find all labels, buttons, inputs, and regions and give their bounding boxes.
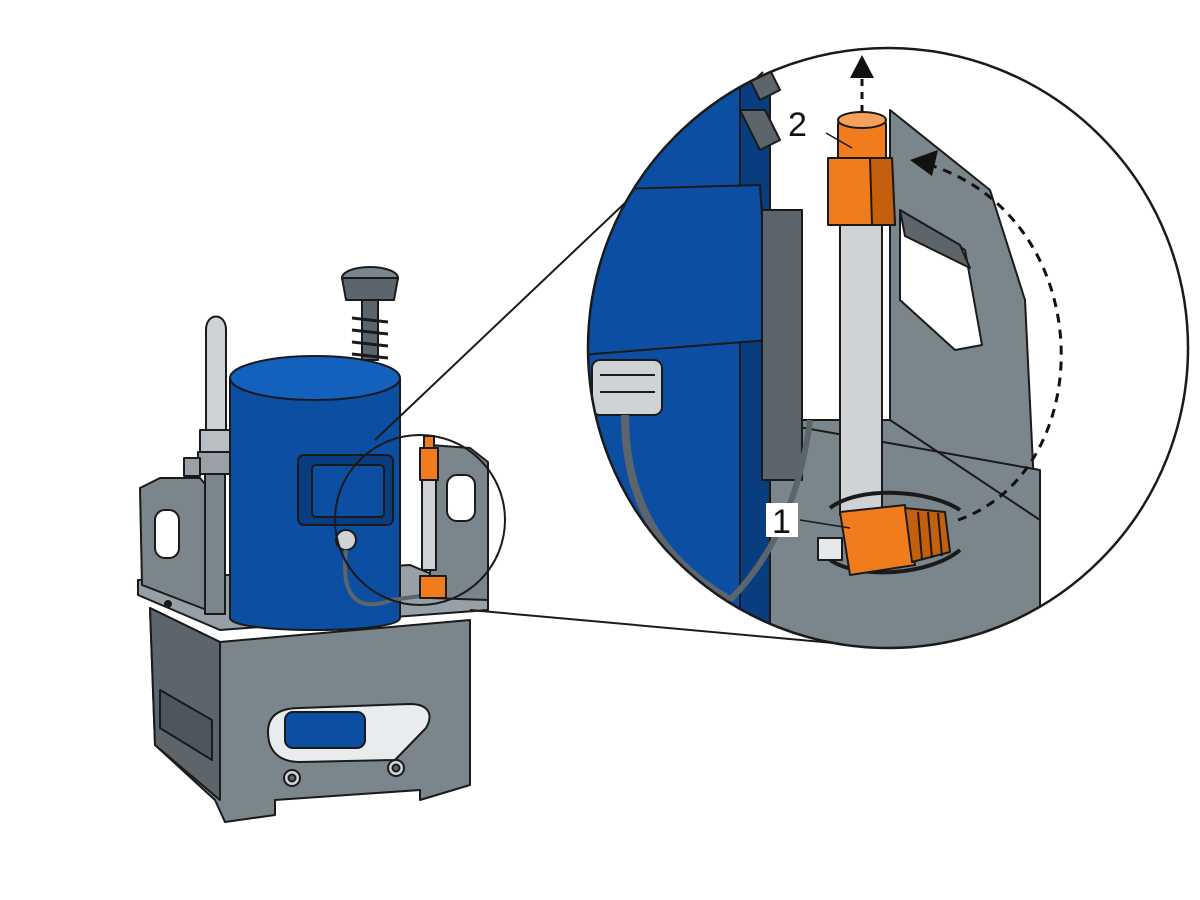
base-housing <box>149 607 471 823</box>
left-tube <box>205 315 227 431</box>
spring-valve <box>341 266 399 361</box>
detail-magnifier-circle <box>334 434 506 606</box>
callout-label-2: 2 <box>788 106 807 144</box>
upper-fitting <box>827 111 896 226</box>
upward-arrow-icon <box>850 55 874 112</box>
callout-label-1: 1 <box>772 503 791 541</box>
curved-arrow-icon <box>910 150 1063 522</box>
motor-cylinder <box>229 355 401 631</box>
cable-gland <box>591 359 663 416</box>
lower-fitting <box>817 504 951 576</box>
pump-unit <box>137 266 506 823</box>
vertical-tube <box>839 224 883 516</box>
